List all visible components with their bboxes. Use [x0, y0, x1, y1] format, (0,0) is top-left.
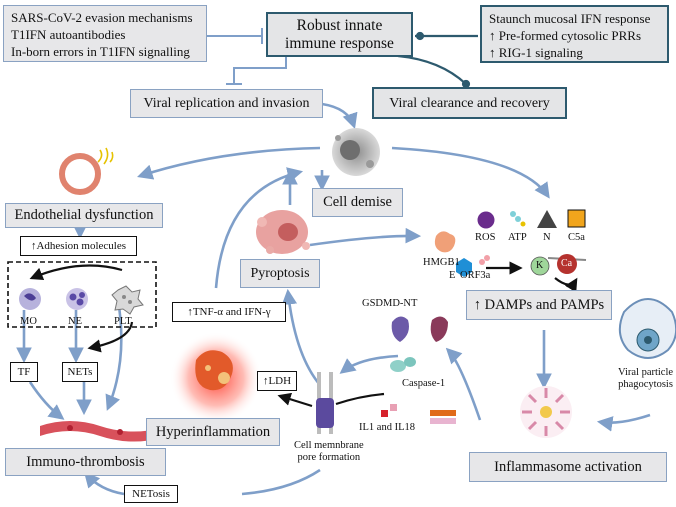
caspase-illustration [390, 357, 416, 372]
evasion-line-3: In-born errors in T1IFN signalling [11, 44, 190, 59]
hyperinflammation-illustration [170, 332, 262, 424]
evasion-box: SARS-CoV-2 evasion mechanisms T1IFN auto… [3, 5, 207, 62]
neutrophil-illustration [66, 288, 88, 310]
blood-cells-dashed-box [7, 261, 157, 328]
phagocytosis-illustration [618, 298, 676, 359]
tf-box: TF [10, 362, 38, 382]
gsdmd-label: GSDMD-NT [362, 298, 418, 309]
k-circle-icon [530, 256, 550, 276]
damps-label: ↑ DAMPs and PAMPs [473, 296, 605, 313]
hmgb1-label: HMGB1 [423, 257, 460, 268]
tnf-label: ↑TNF-α and IFN-γ [187, 306, 271, 318]
monocyte-illustration [19, 288, 41, 310]
staunch-line-2: ↑ Pre-formed cytosolic PRRs [489, 28, 642, 43]
inflammasome-illustration [520, 386, 572, 438]
il-squares [381, 404, 456, 424]
inflammasome-box: Inflammasome activation [469, 452, 667, 482]
viral-clearance-label: Viral clearance and recovery [389, 95, 550, 111]
ldh-box: ↑LDH [257, 371, 297, 391]
viral-replication-label: Viral replication and invasion [143, 96, 310, 111]
pyroptotic-cell-illustration [256, 210, 310, 254]
platelet-illustration [111, 285, 144, 315]
ca-circle-icon [557, 254, 577, 274]
black-arrows [29, 257, 587, 408]
pyroptosis-box: Pyroptosis [240, 259, 320, 288]
staunch-box: Staunch mucosal IFN response ↑ Pre-forme… [480, 5, 669, 63]
robust-innate-line-2: immune response [285, 34, 394, 52]
c5a-square-icon [567, 209, 586, 228]
membrane-label-line-2: pore formation [297, 452, 361, 463]
immunothrombosis-label: Immuno-thrombosis [26, 453, 145, 470]
endothelial-ring-illustration [59, 147, 114, 195]
inflammasome-label: Inflammasome activation [494, 458, 642, 475]
ca-label: Ca [561, 258, 573, 269]
ros-label: ROS [475, 232, 496, 243]
flow-arrows [16, 102, 651, 496]
nets-label: NETs [67, 366, 93, 378]
phagocytosis-label-line-2: phagocytosis [618, 379, 673, 390]
dying-cell-illustration [332, 128, 380, 176]
blood-vessel-illustration [40, 421, 162, 442]
orf3a-label: ORF3a [460, 270, 491, 281]
n-label: N [543, 232, 551, 243]
membrane-label: Cell memnbrane pore formation [294, 440, 364, 464]
e-label: E [449, 270, 456, 281]
pyroptosis-label: Pyroptosis [250, 266, 310, 281]
inhibition-lines [207, 28, 287, 85]
damps-box: ↑ DAMPs and PAMPs [466, 290, 612, 320]
tf-label: TF [17, 366, 31, 378]
viral-replication-box: Viral replication and invasion [130, 89, 323, 118]
evasion-line-2: T1IFN autoantibodies [11, 27, 126, 42]
orf3a-icon [479, 255, 490, 265]
netosis-box: NETosis [124, 485, 178, 503]
immunothrombosis-box: Immuno-thrombosis [5, 448, 166, 476]
cell-demise-label: Cell demise [323, 194, 392, 210]
adhesion-label: ↑Adhesion molecules [30, 240, 126, 252]
evasion-line-1: SARS-CoV-2 evasion mechanisms [11, 10, 193, 25]
tnf-box: ↑TNF-α and IFN-γ [172, 302, 286, 322]
cell-demise-box: Cell demise [312, 188, 403, 217]
hyperinflammation-label: Hyperinflammation [155, 423, 271, 440]
membrane-pore-illustration [316, 372, 334, 434]
phagocytosis-label: Viral particle phagocytosis [618, 367, 673, 391]
mo-label: MO [20, 316, 37, 327]
robust-innate-box: Robust innate immune response [266, 12, 413, 57]
staunch-line-1: Staunch mucosal IFN response [489, 11, 651, 26]
adhesion-box: ↑Adhesion molecules [20, 236, 137, 256]
hyperinflammation-box: Hyperinflammation [146, 418, 280, 446]
viral-clearance-box: Viral clearance and recovery [372, 87, 567, 119]
atp-icon [510, 211, 526, 227]
atp-label: ATP [508, 232, 527, 243]
endothelial-box: Endothelial dysfunction [5, 203, 163, 228]
caspase-label: Caspase-1 [402, 378, 446, 389]
staunch-line-3: ↑ RIG-1 signaling [489, 45, 583, 60]
ldh-label: ↑LDH [262, 375, 292, 387]
il-label: IL1 and IL18 [359, 422, 415, 433]
robust-innate-line-1: Robust innate [296, 16, 383, 34]
n-triangle-icon [537, 210, 557, 228]
c5a-label: C5a [568, 232, 585, 243]
membrane-label-line-1: Cell memnbrane [294, 440, 364, 451]
e-hexagon-icon [456, 258, 472, 277]
hmgb1-illustration [434, 231, 456, 253]
endothelial-label: Endothelial dysfunction [14, 207, 154, 223]
nets-box: NETs [62, 362, 98, 382]
k-label: K [536, 260, 544, 271]
ros-circle-icon [477, 211, 495, 229]
gsdmd-illustration [391, 316, 448, 342]
ne-label: NE [68, 316, 82, 327]
netosis-label: NETosis [132, 488, 170, 500]
plt-label: PLT [114, 316, 132, 327]
phagocytosis-label-line-1: Viral particle [618, 367, 674, 378]
